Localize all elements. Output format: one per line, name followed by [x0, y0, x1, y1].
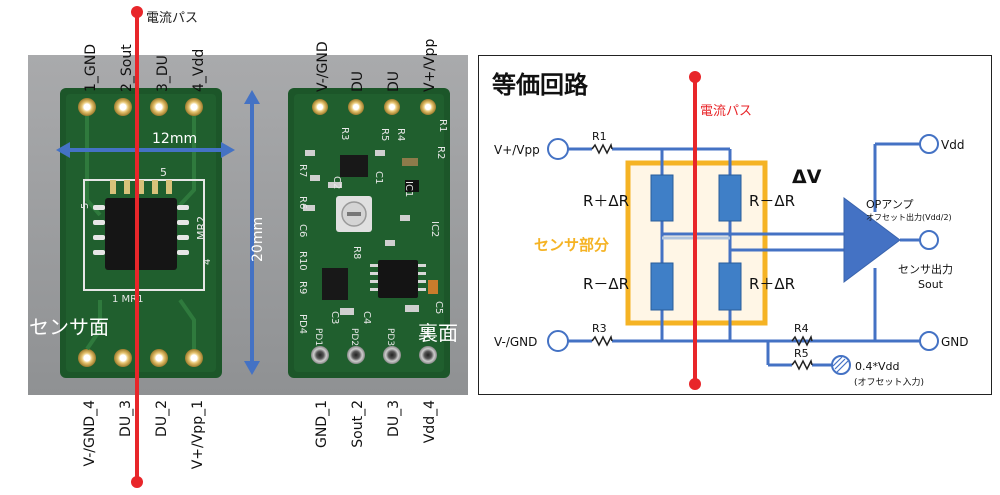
silk-front-4: 4: [202, 259, 213, 265]
silk-back-c3: C3: [329, 311, 340, 324]
front-ic: [105, 198, 177, 270]
dim-height-arrow: [244, 90, 260, 375]
front-board: 5 5 MR2 4 1 MR1: [60, 88, 222, 378]
silk-back-r8: R8: [351, 246, 362, 259]
silk-back-c5: C5: [433, 301, 444, 314]
dim-width-arrow: [56, 142, 235, 158]
silk-back-c6: C6: [297, 224, 308, 237]
top-pin-labels-front: 1_GND 2_Sout 3_DU 4_Vdd: [83, 44, 207, 92]
silk-back-pd2: PD2: [349, 328, 359, 346]
pin-label-back-du1: DU: [350, 71, 366, 92]
silk-back-r7: R7: [297, 164, 308, 177]
dim-height-label: 20mm: [250, 217, 266, 262]
silk-back-ic2: IC2: [429, 221, 440, 237]
back-board: R3 R5 R4 R1 R7 R6 C2 C1 IC1 R2 C6 R10 R9…: [288, 88, 450, 378]
pin-label-3-du: 3_DU: [155, 55, 171, 92]
back-face-label: 裏面: [418, 321, 458, 345]
pin-label-2-sout: 2_Sout: [119, 44, 135, 92]
current-path-label-left: 電流パス: [146, 11, 198, 26]
pin-label-bottom-vdd4: Vdd_4: [422, 400, 438, 443]
silk-back-r10: R10: [297, 251, 308, 271]
silk-front-mr2: MR2: [195, 216, 208, 240]
silk-back-ic1: IC1: [403, 181, 414, 197]
silk-front-5b: 5: [80, 203, 91, 209]
pin-label-bottom-du3b: DU_3: [386, 400, 402, 437]
silk-front-1mr1: 1 MR1: [112, 294, 143, 305]
back-ic2: [378, 260, 418, 298]
pin-label-1-gnd: 1_GND: [83, 44, 99, 92]
pin-label-bottom-vgnd4: V-/GND_4: [82, 400, 98, 467]
dim-width-label: 12mm: [152, 131, 197, 147]
top-pin-labels-back: V-/GND DU DU V+/Vpp: [315, 39, 438, 92]
silk-back-r1: R1: [437, 119, 448, 132]
pin-label-bottom-du2: DU_2: [154, 400, 170, 437]
pin-label-4-vdd: 4_Vdd: [191, 49, 207, 92]
silk-back-c4: C4: [361, 311, 372, 324]
silk-back-pd1: PD1: [313, 328, 323, 346]
silk-back-r3: R3: [339, 127, 350, 140]
bottom-pin-labels-front: V-/GND_4 DU_3 DU_2 V+/Vpp_1: [82, 400, 206, 469]
silk-back-r4: R4: [395, 128, 406, 141]
silk-back-pd4: PD4: [297, 314, 308, 334]
silk-back-s1: S1: [421, 328, 431, 339]
pin-label-bottom-vpp1: V+/Vpp_1: [190, 400, 206, 469]
current-path-dot-bottom-left: [131, 476, 143, 488]
equivalent-circuit-frame: [478, 55, 992, 395]
pcb-photo: 5 5 MR2 4 1 MR1: [28, 6, 468, 488]
front-face-label: センサ面: [29, 315, 109, 339]
silk-back-r6: R6: [297, 196, 308, 209]
pin-label-back-vpp: V+/Vpp: [422, 39, 438, 92]
bottom-pin-labels-back: GND_1 Sout_2 DU_3 Vdd_4: [314, 400, 438, 448]
silk-back-r9: R9: [297, 281, 308, 294]
pin-label-bottom-gnd1: GND_1: [314, 400, 330, 448]
pin-label-bottom-du3: DU_3: [118, 400, 134, 437]
current-path-dot-top-left: [131, 6, 143, 18]
pin-label-back-vgnd: V-/GND: [315, 41, 331, 92]
silk-back-c2: C2: [331, 176, 342, 189]
silk-back-r5: R5: [379, 128, 390, 141]
pin-label-back-du2: DU: [386, 71, 402, 92]
silk-front-5a: 5: [160, 166, 167, 179]
silk-back-pd3: PD3: [385, 328, 395, 346]
silk-back-r2: R2: [435, 146, 446, 159]
silk-back-c1: C1: [373, 171, 384, 184]
pin-label-bottom-sout2: Sout_2: [350, 400, 366, 448]
